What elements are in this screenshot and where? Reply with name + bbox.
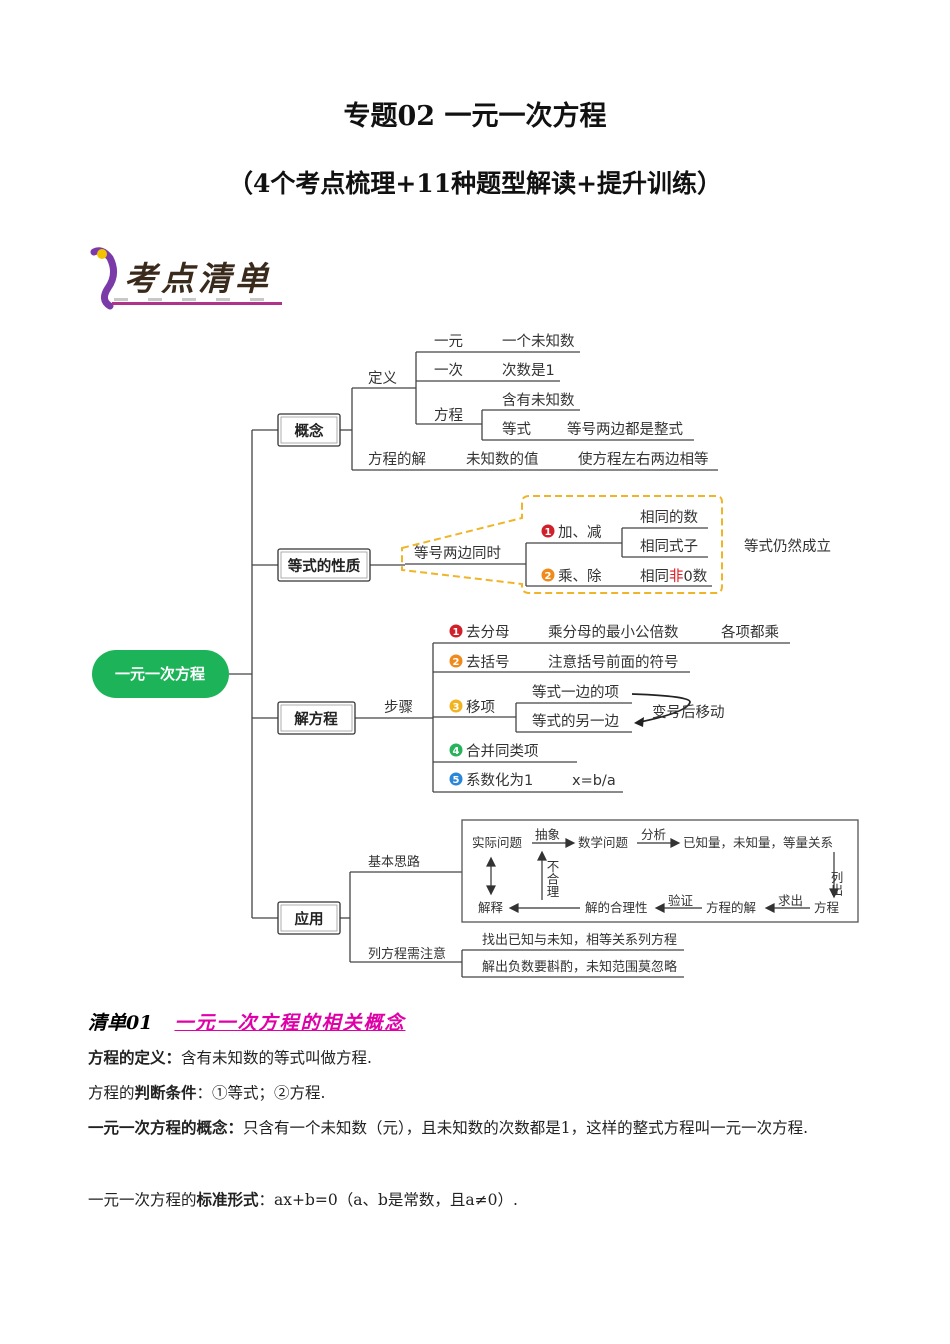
steps-label: 步骤 bbox=[384, 699, 413, 716]
flow-reasonable: 解的合理性 bbox=[585, 900, 648, 915]
yiyuan-desc: 一个未知数 bbox=[502, 333, 575, 350]
mind-map: 一元一次方程 概念 等式的性质 解方程 应用 定义 一元 一个未知数 一次 次数… bbox=[92, 333, 859, 978]
step-5-icon bbox=[449, 772, 463, 786]
nonzero-label: 相同非0数 bbox=[640, 568, 708, 585]
step-2-label: 去括号 bbox=[466, 654, 510, 671]
step-1-desc: 乘分母的最小公倍数 bbox=[548, 624, 679, 641]
both-sides-integral: 等号两边都是整式 bbox=[567, 420, 683, 438]
yiyuan-label: 一元 bbox=[434, 334, 463, 350]
step-3-label: 移项 bbox=[466, 699, 495, 716]
svg-text:2: 2 bbox=[453, 657, 460, 668]
step-2-icon bbox=[449, 654, 463, 668]
unknown-value: 未知数的值 bbox=[466, 451, 539, 468]
svg-text:1: 1 bbox=[453, 627, 460, 638]
number-2-icon bbox=[541, 568, 555, 582]
step-1-label: 去分母 bbox=[466, 624, 510, 641]
contains-unknown: 含有未知数 bbox=[502, 392, 575, 409]
step-3-icon bbox=[449, 699, 463, 713]
same-number: 相同的数 bbox=[640, 509, 698, 526]
solution-label: 方程的解 bbox=[368, 451, 426, 468]
fangcheng-label: 方程 bbox=[434, 407, 463, 424]
page-subtitle: （4个考点梳理+11种题型解读+提升训练） bbox=[227, 169, 723, 198]
paragraph-criteria: 方程的判断条件：①等式；②方程. bbox=[88, 1084, 326, 1102]
flow-knowns: 已知量，未知量，等量关系 bbox=[683, 835, 833, 850]
section-title: 一元一次方程的相关概念 bbox=[174, 1012, 406, 1034]
step-4-label: 合并同类项 bbox=[466, 743, 539, 760]
section-heading: 清单01 一元一次方程的相关概念 bbox=[88, 1008, 405, 1035]
same-expression: 相同式子 bbox=[640, 538, 698, 555]
note-2: 解出负数要斟酌，未知范围莫忽略 bbox=[482, 959, 677, 975]
basic-idea-label: 基本思路 bbox=[368, 854, 420, 870]
mul-div-label: 乘、除 bbox=[558, 568, 602, 585]
paragraph-definition: 方程的定义：含有未知数的等式叫做方程. bbox=[88, 1049, 372, 1067]
add-sub-label: 加、减 bbox=[558, 524, 602, 541]
step-3-note: 变号后移动 bbox=[652, 704, 725, 721]
definition-label: 定义 bbox=[368, 370, 397, 387]
flow-unreasonable: 不合理 bbox=[545, 860, 560, 898]
flow-explain: 解释 bbox=[478, 900, 504, 915]
yici-desc: 次数是1 bbox=[502, 362, 555, 379]
step-5-label: 系数化为1 bbox=[466, 772, 533, 789]
notes-label: 列方程需注意 bbox=[368, 946, 446, 962]
step-2-desc: 注意括号前面的符号 bbox=[548, 653, 679, 671]
flow-analyze: 分析 bbox=[641, 827, 666, 842]
arrow-icon bbox=[634, 717, 644, 727]
flow-real-problem: 实际问题 bbox=[472, 835, 523, 850]
paragraph-standard-form: 一元一次方程的标准形式：ax+b=0（a、b是常数，且a≠0）. bbox=[88, 1191, 518, 1209]
svg-text:1: 1 bbox=[545, 527, 552, 538]
root-node bbox=[92, 650, 229, 698]
root-label: 一元一次方程 bbox=[115, 665, 205, 683]
section-label: 清单01 bbox=[88, 1012, 153, 1034]
step-1-icon bbox=[449, 624, 463, 638]
svg-text:2: 2 bbox=[545, 571, 552, 582]
step-5-desc: x=b/a bbox=[572, 773, 616, 789]
flow-abstract: 抽象 bbox=[535, 827, 560, 842]
node-concept: 概念 bbox=[295, 422, 324, 440]
svg-text:4: 4 bbox=[453, 746, 460, 757]
note-1: 找出已知与未知，相等关系列方程 bbox=[482, 932, 677, 948]
badge-text: 考点清单 bbox=[124, 259, 272, 298]
flow-solve: 求出 bbox=[778, 893, 803, 908]
flow-verify: 验证 bbox=[668, 893, 694, 908]
flow-math-problem: 数学问题 bbox=[578, 835, 629, 850]
number-1-icon bbox=[541, 524, 555, 538]
both-sides-label: 等号两边同时 bbox=[414, 544, 501, 562]
still-holds: 等式仍然成立 bbox=[744, 537, 831, 555]
step-3-b: 等式的另一边 bbox=[532, 712, 619, 730]
node-property: 等式的性质 bbox=[288, 557, 361, 575]
flow-equation: 方程 bbox=[814, 900, 840, 915]
step-1-desc2: 各项都乘 bbox=[721, 624, 779, 641]
svg-text:3: 3 bbox=[453, 702, 460, 713]
page-title: 专题02 一元一次方程 bbox=[343, 101, 607, 132]
svg-text:5: 5 bbox=[453, 775, 460, 786]
flow-solution: 方程的解 bbox=[706, 900, 756, 915]
step-4-icon bbox=[449, 743, 463, 757]
equation-label: 等式 bbox=[502, 420, 531, 438]
badge-graphic bbox=[90, 247, 282, 310]
node-solve: 解方程 bbox=[294, 710, 338, 728]
step-3-a: 等式一边的项 bbox=[532, 683, 619, 701]
paragraph-concept: 一元一次方程的概念：只含有一个未知数（元），且未知数的次数都是1，这样的整式方程… bbox=[88, 1119, 809, 1137]
node-apply: 应用 bbox=[295, 910, 324, 928]
star-icon bbox=[97, 249, 107, 259]
solution-desc: 使方程左右两边相等 bbox=[578, 450, 709, 468]
yici-label: 一次 bbox=[434, 362, 463, 379]
